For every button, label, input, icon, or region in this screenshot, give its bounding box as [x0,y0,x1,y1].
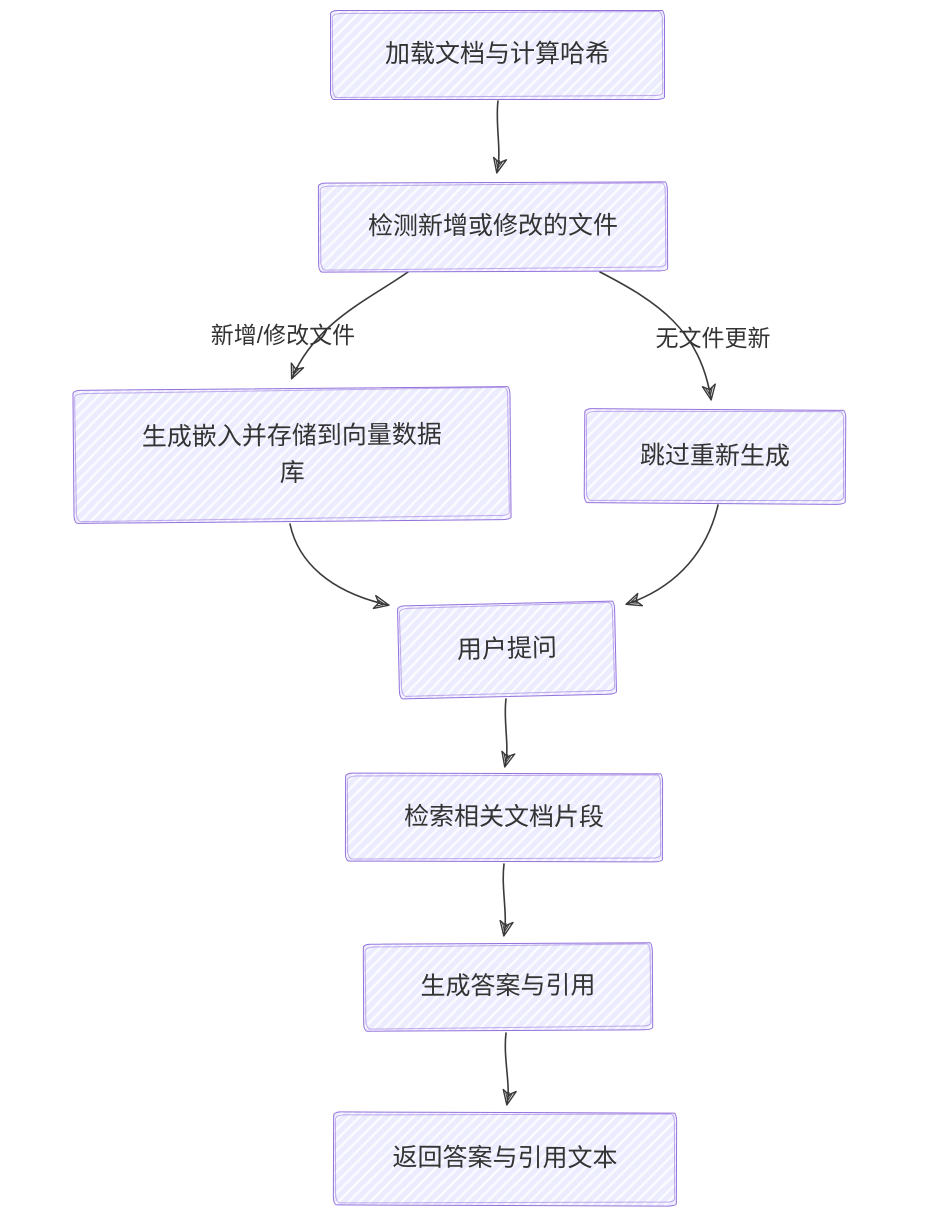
arrow-generate-to-return [502,1032,517,1106]
node-label: 检测新增或修改的文件 [367,211,619,241]
arrow-embed-to-ask [289,523,390,610]
arrow-load-to-detect [492,100,508,174]
node-label: 生成答案与引用 [420,971,596,1001]
node-label: 用户提问 [456,634,558,665]
node-label: 检索相关文档片段 [403,802,605,832]
node-load-docs-and-hash: 加载文档与计算哈希 [330,10,665,100]
node-user-question: 用户提问 [396,600,618,700]
node-return-answer-citation-text: 返回答案与引用文本 [332,1111,678,1207]
arrow-ask-to-retrieve [501,698,516,768]
arrow-retrieve-to-generate [499,863,514,937]
arrow-skip-to-ask [625,504,719,607]
node-label: 返回答案与引用文本 [392,1143,618,1173]
node-generate-embeddings-store-vector-db: 生成嵌入并存储到向量数据库 [72,386,512,524]
node-skip-regeneration: 跳过重新生成 [583,408,847,505]
node-retrieve-relevant-fragments: 检索相关文档片段 [344,772,664,863]
node-detect-new-or-modified-files: 检测新增或修改的文件 [317,181,669,273]
node-label: 生成嵌入并存储到向量数据库 [141,420,442,488]
node-label: 跳过重新生成 [639,441,791,471]
edge-label-new-modified-files: 新增/修改文件 [210,322,356,348]
node-generate-answer-citations: 生成答案与引用 [362,942,654,1032]
edge-label-no-file-update: 无文件更新 [655,325,771,351]
node-label: 加载文档与计算哈希 [384,40,610,69]
